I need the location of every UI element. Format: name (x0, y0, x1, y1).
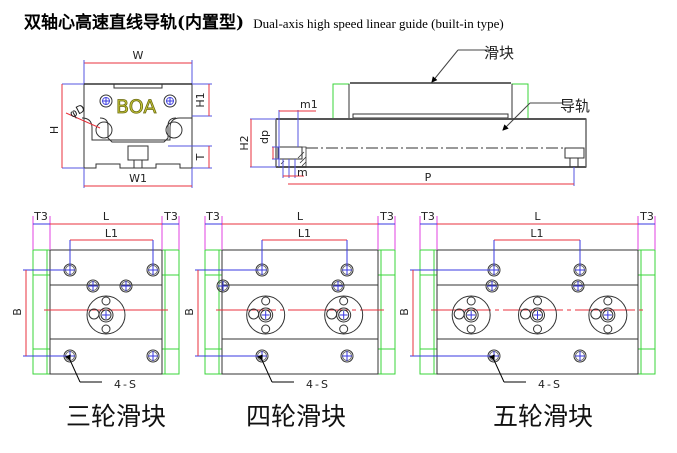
page-title: 双轴心高速直线导轨(内置型) Dual-axis high speed line… (24, 8, 504, 33)
inner-hole-icon (571, 279, 585, 293)
top-view-1: T3 T3 L L1B 4-S (11, 210, 180, 391)
dim-t-label: T (194, 153, 207, 161)
slider-body (49, 249, 163, 375)
dim-b-label: B (11, 308, 24, 316)
dim-l1-label: L1 (530, 227, 543, 240)
inner-hole-icon (485, 279, 499, 293)
mount-hole-icon (573, 349, 587, 363)
end-cap-left (332, 83, 350, 120)
dim-t3-label: T3 (163, 210, 178, 223)
caption-three-wheel: 三轮滑块 (66, 402, 167, 431)
dim-t3-label: T3 (33, 210, 48, 223)
rail-body (275, 118, 587, 168)
end-cap-right (511, 83, 529, 120)
dim-4s-label: 4-S (538, 378, 562, 391)
dim-4s-label: 4-S (114, 378, 138, 391)
dim-4s-label: 4-S (306, 378, 330, 391)
dim-l-label: L (297, 210, 304, 223)
dim-t3-label: T3 (420, 210, 435, 223)
title-chinese: 双轴心高速直线导轨(内置型) (24, 13, 245, 33)
inner-hole-icon (86, 279, 100, 293)
top-view-2: T3 T3 L L1B 4-S (183, 210, 396, 391)
mount-hole-icon (340, 349, 354, 363)
wheel-icon (588, 295, 628, 335)
wheel-right-icon (165, 121, 183, 139)
mount-hole-icon (146, 349, 160, 363)
dim-dp-label: dp (258, 130, 271, 144)
dim-m-label: m (297, 166, 308, 179)
wheel-icon (324, 295, 364, 335)
title-english: Dual-axis high speed linear guide (built… (253, 16, 504, 31)
dim-b-label: B (398, 308, 411, 316)
front-view: W BOA H (48, 49, 212, 188)
dim-h-label: H (48, 126, 61, 134)
screw-hole-left-icon (99, 94, 113, 108)
dim-l-label: L (534, 210, 541, 223)
slider-body (221, 249, 379, 375)
top-views: T3 T3 L L1B 4-S T3 T3 L L1B 4-S T3 T3 L L1B 4-S (11, 210, 656, 391)
dim-l1-label: L1 (298, 227, 311, 240)
boa-logo: BOA (116, 96, 156, 118)
caption-five-wheel: 五轮滑块 (493, 402, 594, 431)
dim-t3-label: T3 (379, 210, 394, 223)
screw-hole-right-icon (163, 94, 177, 108)
dim-w-label: W (133, 49, 144, 62)
dim-l-label: L (103, 210, 110, 223)
dim-h2-label: H2 (238, 135, 251, 150)
wheel-left-icon (95, 121, 113, 139)
inner-hole-icon (331, 279, 345, 293)
dim-b-label: B (183, 308, 196, 316)
wheel-icon (246, 295, 286, 335)
top-view-3: T3 T3 L L1B 4-S (398, 210, 656, 391)
dim-m1-label: m1 (300, 98, 318, 111)
slider-body (436, 249, 639, 375)
wheel-icon (451, 295, 491, 335)
dim-l1-label: L1 (105, 227, 118, 240)
dim-p-label: P (425, 171, 432, 184)
rail-label: 导轨 (560, 97, 590, 115)
caption-four-wheel: 四轮滑块 (246, 402, 347, 431)
wheel-icon (518, 295, 557, 335)
dim-w1-label: W1 (129, 172, 147, 185)
dim-t3-label: T3 (639, 210, 654, 223)
dim-h1-label: H1 (194, 92, 207, 107)
inner-hole-icon (216, 279, 230, 293)
side-view: 滑块 导轨 H2 dp m1 m P (238, 44, 590, 186)
dim-t3-label: T3 (205, 210, 220, 223)
slider-label: 滑块 (484, 44, 514, 62)
inner-hole-icon (119, 279, 133, 293)
wheel-icon (86, 295, 126, 335)
